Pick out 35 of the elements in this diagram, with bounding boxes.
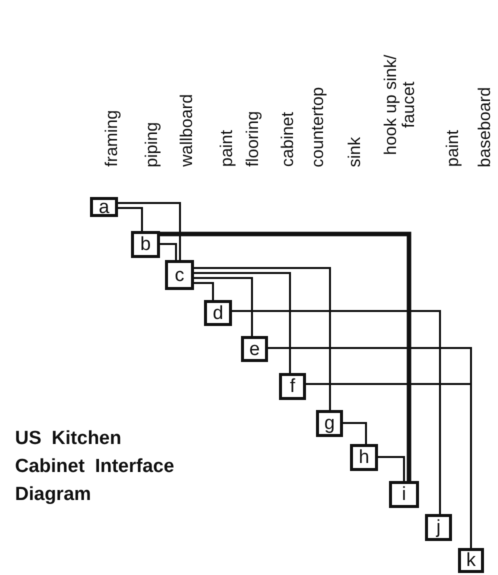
column-label: framing [103,110,121,167]
letter-box: e [241,336,268,362]
column-label: sink [346,136,364,167]
letter-box: j [425,514,452,541]
connector-line [378,456,405,481]
letter-box: k [458,548,484,573]
connector-line [232,310,441,514]
connector-line [160,232,412,481]
connector-line [194,277,253,336]
letter-box: c [165,260,194,290]
column-label: paint [444,130,462,167]
connector-line [118,207,143,231]
column-label: baseboard [476,86,494,167]
connector-line [118,202,181,260]
column-label: countertop [309,86,327,167]
letter-box: a [90,197,118,217]
letter-box: b [131,231,160,258]
letter-box: g [316,410,343,437]
column-label: piping [143,122,161,167]
diagram-title: US Kitchen Cabinet Interface Diagram [15,427,176,507]
column-label: wallboard [178,94,196,167]
connector-line [343,422,367,444]
connector-line [160,243,177,260]
letter-box: i [389,481,419,508]
column-label: flooring [244,111,262,167]
connector-line [306,383,472,548]
letter-box: h [350,444,378,471]
letter-box: d [204,300,232,326]
letter-box: f [279,373,306,400]
column-label: hook up sink/ faucet [382,53,418,157]
column-label: cabinet [279,112,297,167]
connector-line [194,267,331,410]
column-label: paint [218,130,236,167]
connector-line [194,282,214,300]
connector-line [194,272,291,373]
